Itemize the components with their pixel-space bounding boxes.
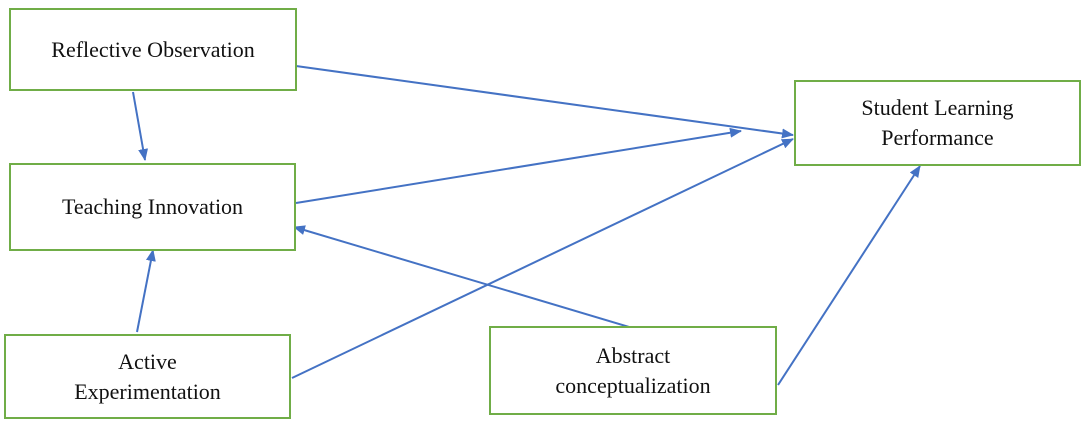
node-reflective-observation: Reflective Observation (9, 8, 297, 91)
node-abstract-conceptualization: Abstract conceptualization (489, 326, 777, 415)
node-active-experimentation: Active Experimentation (4, 334, 291, 419)
edge-active-to-performance (291, 138, 794, 379)
node-label: Active Experimentation (74, 348, 221, 404)
node-student-learning-performance: Student Learning Performance (794, 80, 1081, 166)
edge-reflective-to-performance (295, 65, 794, 139)
edge-abstract-to-teaching (293, 225, 637, 330)
edge-active-to-teaching (136, 249, 156, 333)
node-label: Reflective Observation (51, 36, 255, 62)
edge-teaching-to-performance (295, 127, 742, 204)
node-label: Abstract conceptualization (555, 342, 711, 398)
node-teaching-innovation: Teaching Innovation (9, 163, 296, 251)
node-label: Student Learning Performance (861, 95, 1014, 150)
edge-abstract-to-performance (777, 165, 921, 386)
edge-reflective-to-teaching (132, 91, 149, 161)
node-label: Teaching Innovation (61, 194, 244, 219)
